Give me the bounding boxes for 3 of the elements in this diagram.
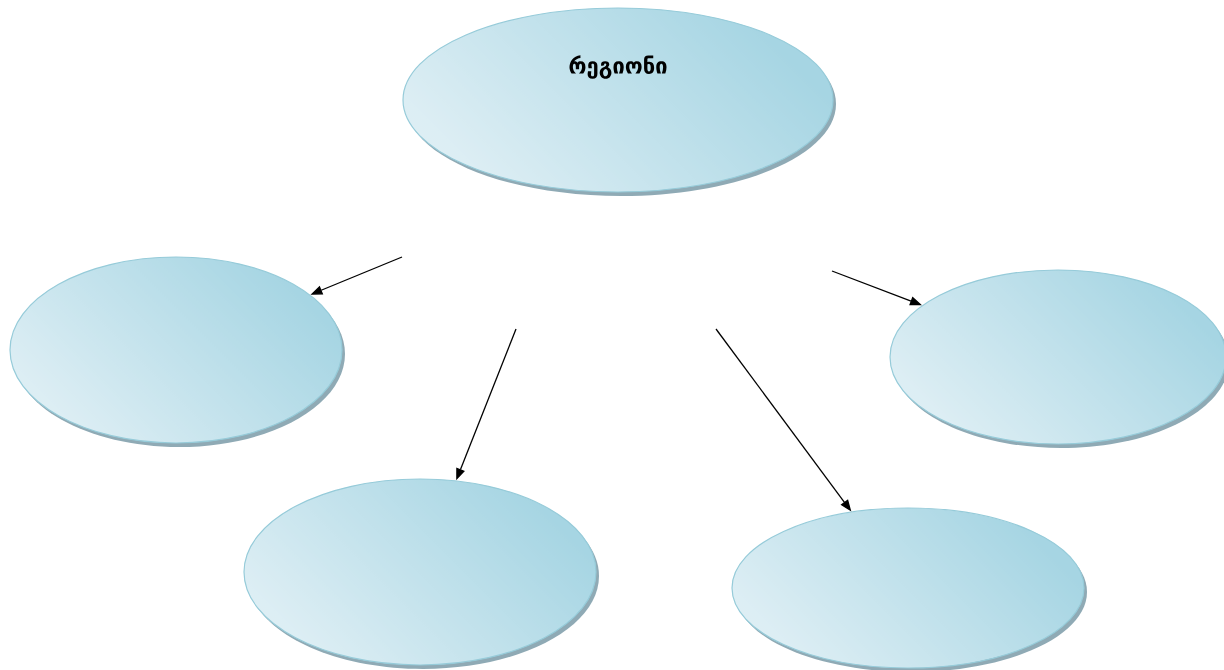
ellipse-node: რეგიონი: [402, 7, 836, 196]
ellipse-node: [731, 507, 1087, 670]
ellipse-node: [243, 478, 599, 669]
